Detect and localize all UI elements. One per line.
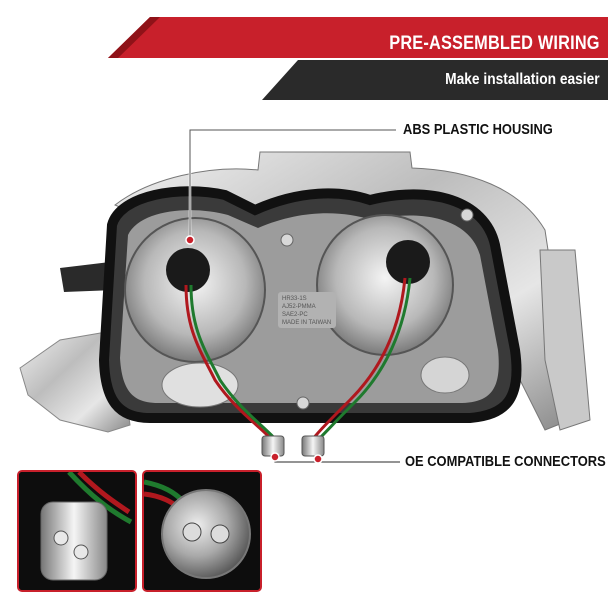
housing-callout-line-dark (189, 129, 396, 240)
inset-contact (210, 524, 230, 544)
banner-title: PRE-ASSEMBLED WIRING (389, 33, 600, 54)
right-reflector-bowl (316, 214, 454, 356)
lower-reflector-cup (161, 362, 239, 408)
connectors-callout-dot-left (270, 452, 280, 462)
connectors-callout-dot-right (313, 454, 323, 464)
banner-dark-band (262, 60, 608, 100)
inset-wire-green (67, 472, 133, 525)
screw (460, 208, 474, 222)
banner-shadow (108, 17, 160, 58)
molded-text-2: AJ52-PMMA (282, 304, 316, 310)
right-bulb-connector (301, 435, 325, 457)
housing-callout-dot (185, 235, 195, 245)
inset-contact (53, 530, 69, 546)
molded-text-4: MADE IN TAIWAN (282, 320, 331, 326)
right-wire-green (316, 277, 412, 442)
left-bulb-socket (166, 248, 210, 292)
banner-subtitle: Make installation easier (445, 71, 600, 88)
connector-side-photo (19, 472, 135, 590)
banner-red-band (108, 17, 608, 58)
connectors-callout-line (274, 457, 400, 463)
molded-label (278, 292, 336, 328)
molded-text-3: SAE2-PC (282, 312, 308, 318)
connector-closeup-side (17, 470, 137, 592)
connector-closeup-front (142, 470, 262, 592)
right-wire-red (310, 277, 407, 441)
screw (280, 233, 294, 247)
screw (296, 396, 310, 410)
right-fins (539, 249, 591, 431)
header-banner (108, 17, 608, 100)
connector-front-photo (144, 472, 260, 590)
left-wire-green (189, 284, 278, 441)
left-wire-red (184, 284, 274, 441)
molded-text-1: HR33-1S (282, 296, 307, 302)
connectors-callout-label: OE COMPATIBLE CONNECTORS (405, 453, 606, 470)
housing-callout-label: ABS PLASTIC HOUSING (403, 121, 553, 138)
lower-right-cup (420, 356, 470, 394)
inset-bulb-body (40, 501, 108, 581)
inset-wire-red (77, 472, 131, 515)
inset-connector-face (161, 489, 251, 579)
left-tab (60, 262, 115, 292)
inset-contact (73, 544, 89, 560)
right-bulb-socket (386, 240, 430, 284)
inset-contact (182, 522, 202, 542)
